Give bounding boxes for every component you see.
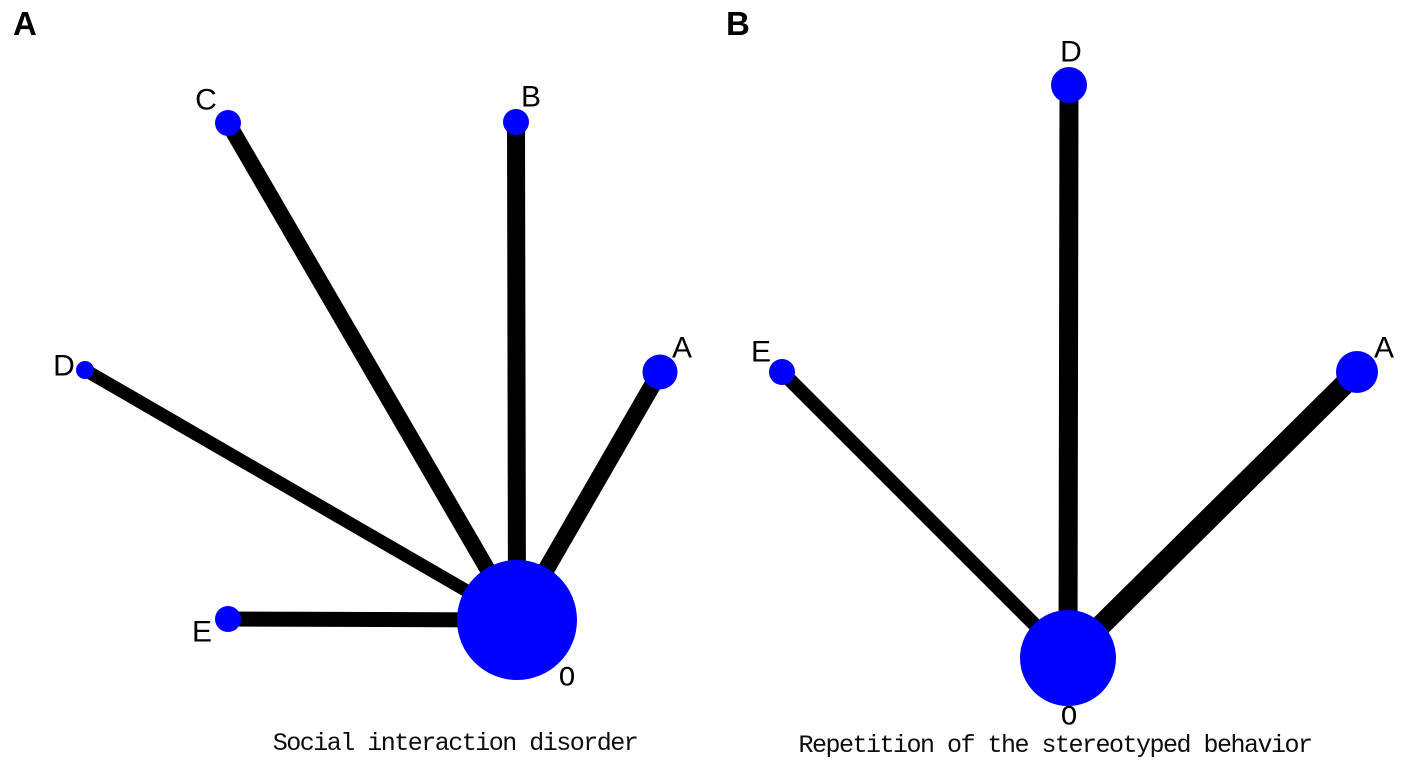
node-d xyxy=(76,361,94,379)
edge-o-c xyxy=(221,118,524,625)
node-label-o: O xyxy=(559,664,576,695)
node-b xyxy=(503,109,529,135)
edge-o-d xyxy=(81,364,521,626)
node-o xyxy=(457,560,577,680)
network-panel-a: O A B C D E xyxy=(53,81,692,695)
node-c xyxy=(215,110,241,136)
node-e xyxy=(769,359,795,385)
node-e xyxy=(215,606,241,632)
node-label-d: D xyxy=(53,350,75,383)
panel-b-caption: Repetition of the stereotyped behavior xyxy=(798,731,1313,760)
node-a xyxy=(642,354,678,390)
panel-a-label: A xyxy=(13,5,37,42)
edge-o-d xyxy=(1058,84,1079,659)
node-a xyxy=(1336,351,1378,393)
edge-o-b xyxy=(507,121,526,621)
node-o xyxy=(1020,610,1116,706)
network-panel-b: O D E A xyxy=(751,36,1394,734)
node-label-a: A xyxy=(1374,332,1394,365)
node-label-b: B xyxy=(521,81,541,114)
node-label-a: A xyxy=(672,332,692,365)
node-label-o: O xyxy=(1061,703,1078,734)
panel-a-caption: Social interaction disorder xyxy=(272,729,639,758)
node-label-c: C xyxy=(195,84,217,117)
node-label-d: D xyxy=(1060,36,1082,69)
edge-o-e xyxy=(777,367,1073,663)
panel-b-label: B xyxy=(726,5,750,42)
node-label-e: E xyxy=(751,336,771,369)
node-d xyxy=(1051,67,1087,103)
node-label-e: E xyxy=(192,616,212,649)
edge-o-a xyxy=(1060,364,1365,666)
